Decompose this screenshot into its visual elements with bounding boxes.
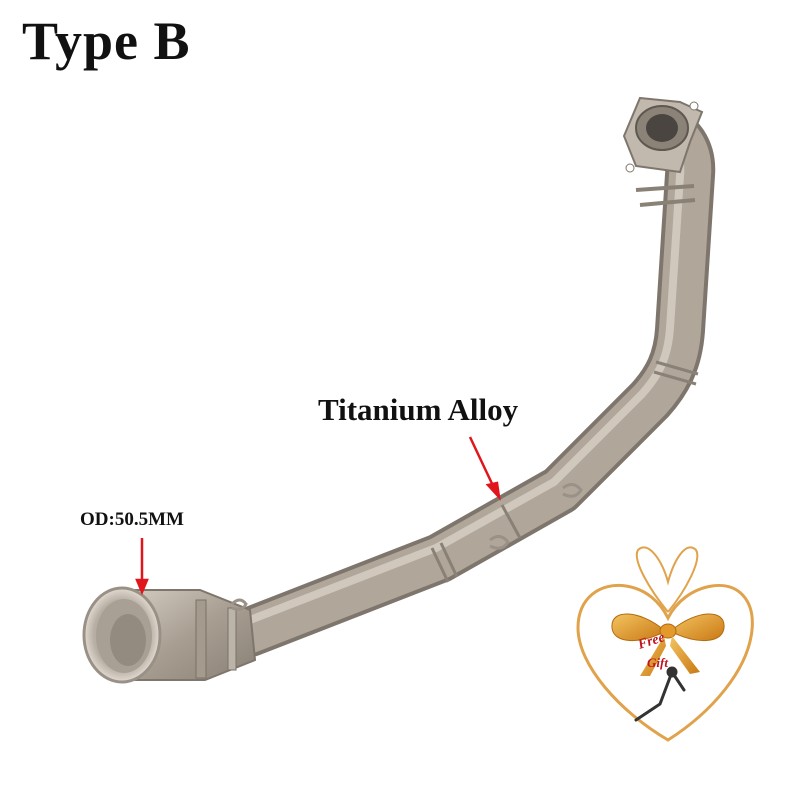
material-label: Titanium Alloy [318,392,519,427]
pipe-flange [622,96,704,174]
weld-rings [430,184,699,583]
pipe-body [125,100,716,665]
spring-hooks [230,483,583,611]
red-arrow-icon [135,436,501,596]
outer-diameter-label: OD:50.5MM [80,509,184,530]
gift-gift-text: Gift [647,655,668,670]
bow-icon [611,613,725,676]
page-title: Type B [22,11,191,71]
pipe-outlet [82,586,257,684]
wrench-icon [634,666,686,722]
